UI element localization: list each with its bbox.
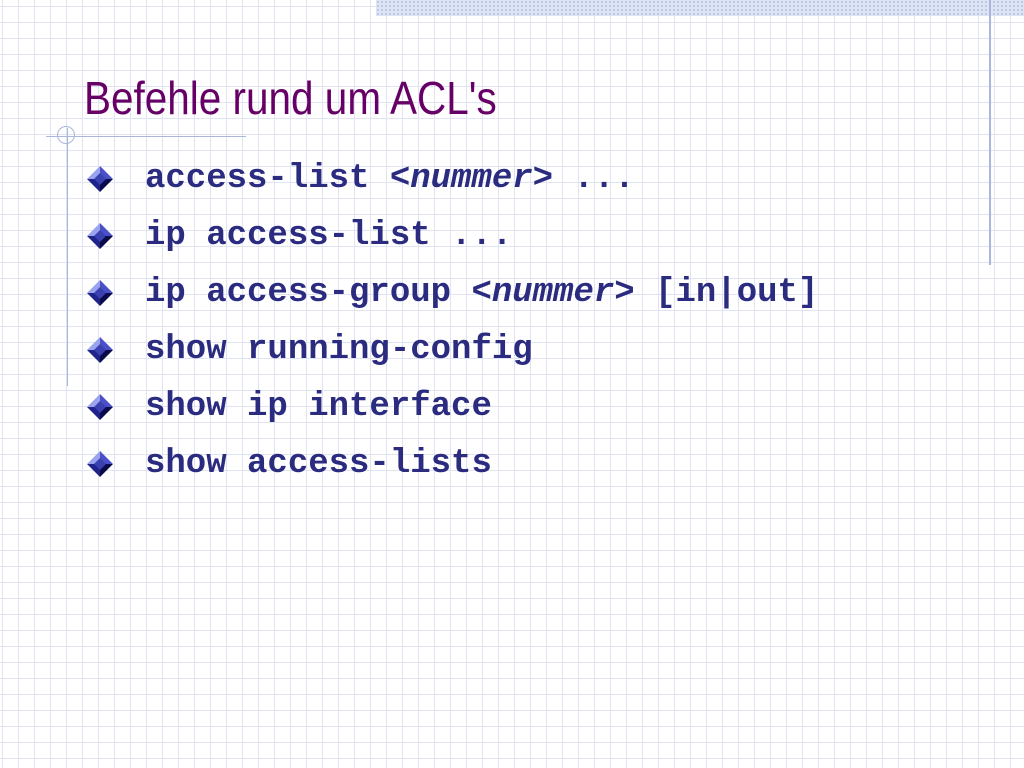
bullet-list: access-list <nummer> ... ip access-list … bbox=[86, 150, 818, 492]
command-text: show ip interface bbox=[145, 387, 492, 426]
slide-title: Befehle rund um ACL's bbox=[84, 72, 497, 124]
decorative-ring-icon bbox=[57, 126, 75, 144]
decorative-rule-title bbox=[46, 136, 246, 137]
list-item: show ip interface bbox=[86, 378, 818, 435]
decorative-rule-left bbox=[67, 128, 68, 386]
diamond-bullet-icon bbox=[86, 165, 114, 193]
decorative-rule-right bbox=[989, 0, 991, 265]
diamond-bullet-icon bbox=[86, 393, 114, 421]
diamond-bullet-icon bbox=[86, 450, 114, 478]
command-text: ip access-list ... bbox=[145, 216, 513, 255]
command-text: access-list <nummer> ... bbox=[145, 159, 635, 198]
list-item: show running-config bbox=[86, 321, 818, 378]
header-band bbox=[376, 0, 1024, 16]
diamond-bullet-icon bbox=[86, 336, 114, 364]
command-text: show access-lists bbox=[145, 444, 492, 483]
diamond-bullet-icon bbox=[86, 222, 114, 250]
command-text: show running-config bbox=[145, 330, 533, 369]
list-item: show access-lists bbox=[86, 435, 818, 492]
list-item: access-list <nummer> ... bbox=[86, 150, 818, 207]
list-item: ip access-list ... bbox=[86, 207, 818, 264]
diamond-bullet-icon bbox=[86, 279, 114, 307]
command-text: ip access-group <nummer> [in|out] bbox=[145, 273, 819, 312]
list-item: ip access-group <nummer> [in|out] bbox=[86, 264, 818, 321]
